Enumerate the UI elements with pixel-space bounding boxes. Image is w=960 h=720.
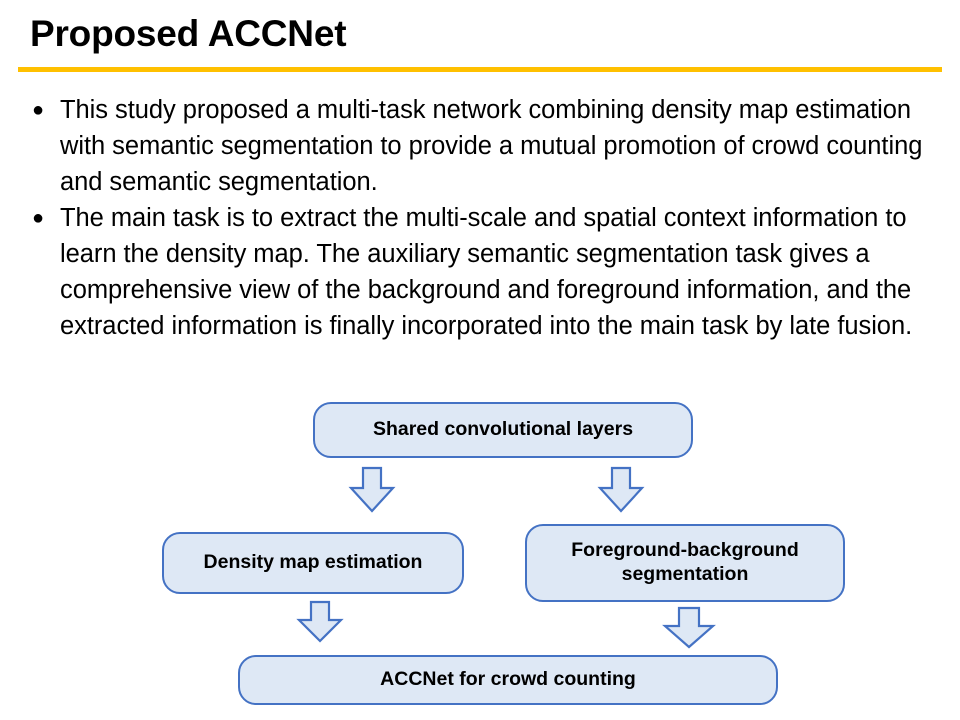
bullet-icon: ● — [32, 207, 45, 229]
bullet-icon: ● — [32, 99, 45, 121]
bullet-text: The main task is to extract the multi-sc… — [60, 204, 913, 340]
flowchart-node-shared-convolutional-layers: Shared convolutional layers — [313, 402, 693, 458]
list-item: ● The main task is to extract the multi-… — [28, 200, 938, 344]
bullet-list: ● This study proposed a multi-task netwo… — [28, 92, 938, 344]
title-underline-rule — [18, 67, 942, 72]
down-arrow-icon — [348, 466, 396, 514]
down-arrow-icon — [296, 600, 344, 644]
down-arrow-icon — [661, 606, 717, 650]
bullet-text: This study proposed a multi-task network… — [60, 96, 923, 196]
flowchart-node-accnet-for-crowd-counting: ACCNet for crowd counting — [238, 655, 778, 705]
list-item: ● This study proposed a multi-task netwo… — [28, 92, 938, 200]
page-title: Proposed ACCNet — [30, 13, 347, 54]
flowchart-node-foreground-background-segmentation: Foreground-background segmentation — [525, 524, 845, 602]
down-arrow-icon — [597, 466, 645, 514]
flowchart-node-density-map-estimation: Density map estimation — [162, 532, 464, 594]
